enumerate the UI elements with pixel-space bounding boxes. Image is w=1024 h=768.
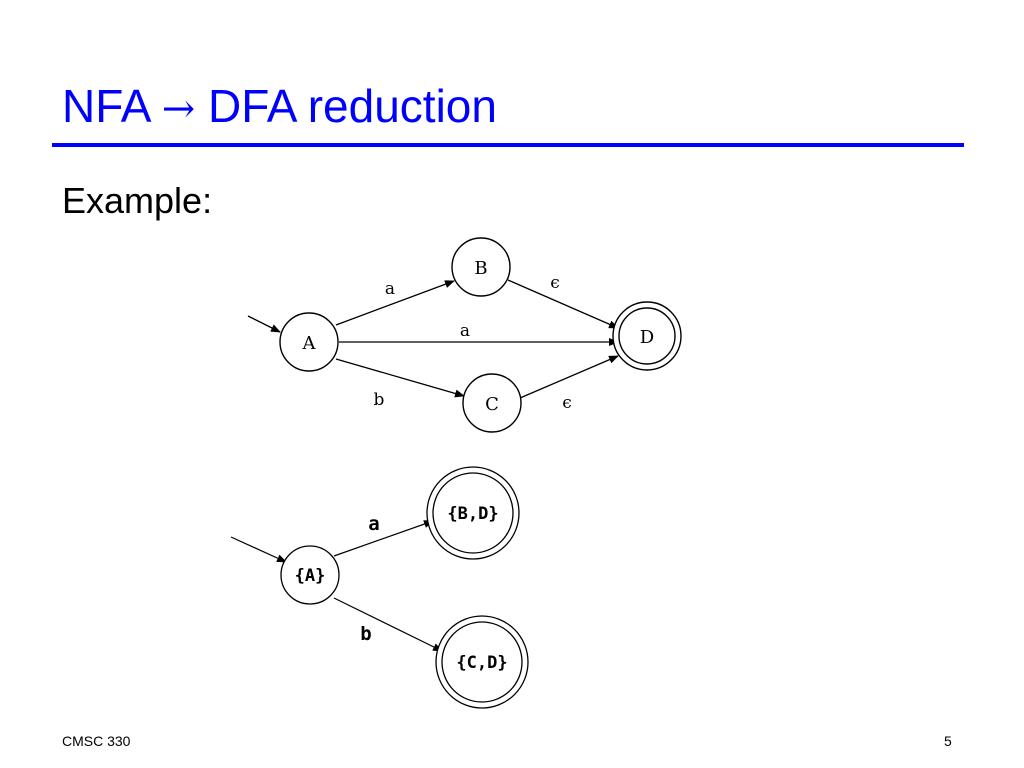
dfa-state-bd-label: {B,D} [447, 504, 498, 524]
nfa-diagram: A B C D a a b ϵ ϵ [247, 237, 682, 433]
dfa-start-arrow [230, 536, 287, 563]
right-arrow-icon: → [161, 86, 196, 132]
nfa-edge-a-b-label: a [385, 279, 395, 299]
nfa-edge-a-b [335, 280, 455, 326]
nfa-state-c-label: C [485, 394, 499, 415]
title-underline [52, 143, 964, 147]
nfa-edge-a-d-label: a [460, 321, 470, 341]
dfa-edge-a-bd-label: a [368, 513, 379, 535]
dfa-diagram: {A} {B,D} {C,D} a b [230, 466, 529, 709]
nfa-state-b-label: B [474, 258, 487, 279]
dfa-state-cd-label: {C,D} [456, 653, 507, 673]
dfa-edge-a-cd-label: b [360, 623, 371, 645]
nfa-edge-b-d-label: ϵ [550, 273, 560, 293]
nfa-state-d [618, 307, 676, 365]
nfa-state-a [279, 312, 339, 372]
dfa-edge-a-cd [333, 597, 443, 652]
example-heading: Example: [62, 180, 213, 221]
nfa-edge-a-c [335, 358, 465, 398]
dfa-state-a [280, 545, 340, 605]
title-nfa: NFA [62, 80, 149, 132]
nfa-edge-c-d-label: ϵ [562, 393, 572, 413]
nfa-state-d-label: D [640, 327, 654, 348]
nfa-start-arrow [247, 315, 281, 333]
dfa-state-cd [441, 621, 523, 703]
footer-course: CMSC 330 [62, 733, 131, 749]
nfa-edge-c-d [519, 355, 619, 399]
nfa-edge-b-d [507, 279, 619, 329]
dfa-state-a-label: {A} [295, 566, 326, 586]
nfa-state-c [462, 373, 522, 433]
title-dfa-reduction: DFA reduction [208, 80, 497, 132]
slide-title: NFA → DFA reduction [62, 76, 497, 139]
nfa-state-b [451, 237, 511, 297]
dfa-edge-a-bd [333, 520, 434, 557]
dfa-state-bd [432, 472, 514, 554]
nfa-edge-a-c-label: b [374, 390, 385, 410]
nfa-state-a-label: A [302, 333, 317, 354]
footer-page-number: 5 [944, 733, 952, 749]
